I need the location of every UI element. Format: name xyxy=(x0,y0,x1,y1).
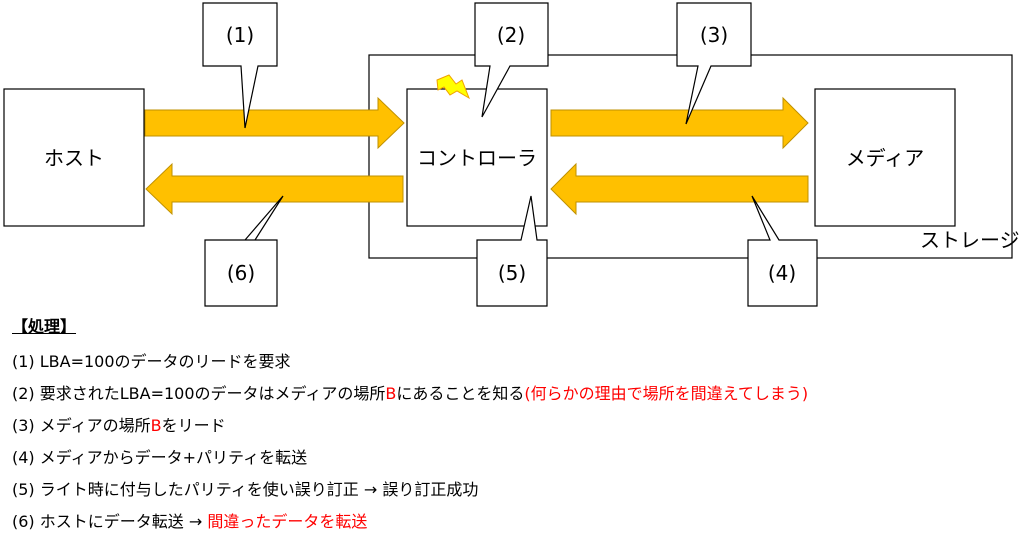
media-node xyxy=(814,88,956,227)
callout-3: (3) xyxy=(676,2,752,125)
process-heading: 【処理】 xyxy=(12,317,77,336)
highlighted-text: B xyxy=(150,416,162,435)
host-node xyxy=(3,88,145,227)
callout-2-label: (2) xyxy=(497,23,525,47)
process-step-5: (5) ライト時に付与したパリティを使い誤り訂正 → 誤り訂正成功 xyxy=(12,474,1012,506)
step-text: (4) メディアからデータ+パリティを転送 xyxy=(12,448,308,467)
storage-label: ストレージ xyxy=(920,228,1020,252)
host-label: ホスト xyxy=(44,146,104,170)
callout-5: (5) xyxy=(476,195,548,307)
arrow-controller-to-media xyxy=(550,96,809,150)
process-step-2: (2) 要求されたLBA=100のデータはメディアの場所Bにあることを知る(何ら… xyxy=(12,378,1012,410)
callout-6: (6) xyxy=(204,195,284,307)
step-text: (3) メディアの場所 xyxy=(12,416,151,435)
step-text: をリード xyxy=(161,416,226,435)
step-list: (1) LBA=100のデータのリードを要求 (2) 要求されたLBA=100のデ… xyxy=(12,346,1012,538)
arrow-media-to-controller xyxy=(550,162,809,216)
step-text: (6) ホストにデータ転送 → xyxy=(12,512,208,531)
step-text: (2) 要求されたLBA=100のデータはメディアの場所 xyxy=(12,384,386,403)
callout-4: (4) xyxy=(747,195,818,307)
step-text: (5) ライト時に付与したパリティを使い誤り訂正 → 誤り訂正成功 xyxy=(12,480,479,499)
highlighted-text: 間違ったデータを転送 xyxy=(207,512,368,531)
process-step-1: (1) LBA=100のデータのリードを要求 xyxy=(12,346,1012,378)
media-label: メディア xyxy=(846,146,925,170)
data-flow-diagram: ストレージ ホスト コントローラ メディア (1) (2) (3) (4) (5… xyxy=(3,2,1020,307)
lightning-bolt-icon xyxy=(436,74,470,100)
process-steps: 【処理】 (1) LBA=100のデータのリードを要求 (2) 要求されたLBA=… xyxy=(12,316,1012,538)
callout-4-label: (4) xyxy=(768,261,796,285)
callout-1-label: (1) xyxy=(226,23,254,47)
controller-node xyxy=(406,88,548,227)
process-step-3: (3) メディアの場所Bをリード xyxy=(12,410,1012,442)
highlighted-text: (何らかの理由で場所を間違えてしまう) xyxy=(524,384,809,403)
process-step-4: (4) メディアからデータ+パリティを転送 xyxy=(12,442,1012,474)
arrow-host-to-controller xyxy=(144,96,405,150)
callout-2: (2) xyxy=(474,2,549,118)
arrow-controller-to-host xyxy=(145,162,404,216)
callout-1: (1) xyxy=(202,2,278,129)
process-step-6: (6) ホストにデータ転送 → 間違ったデータを転送 xyxy=(12,506,1012,538)
highlighted-text: B xyxy=(385,384,397,403)
callout-3-label: (3) xyxy=(700,23,728,47)
step-text: (1) LBA=100のデータのリードを要求 xyxy=(12,352,291,371)
controller-label: コントローラ xyxy=(417,146,537,170)
callout-5-label: (5) xyxy=(498,261,526,285)
callout-6-label: (6) xyxy=(227,261,255,285)
step-text: にあることを知る xyxy=(396,384,525,403)
